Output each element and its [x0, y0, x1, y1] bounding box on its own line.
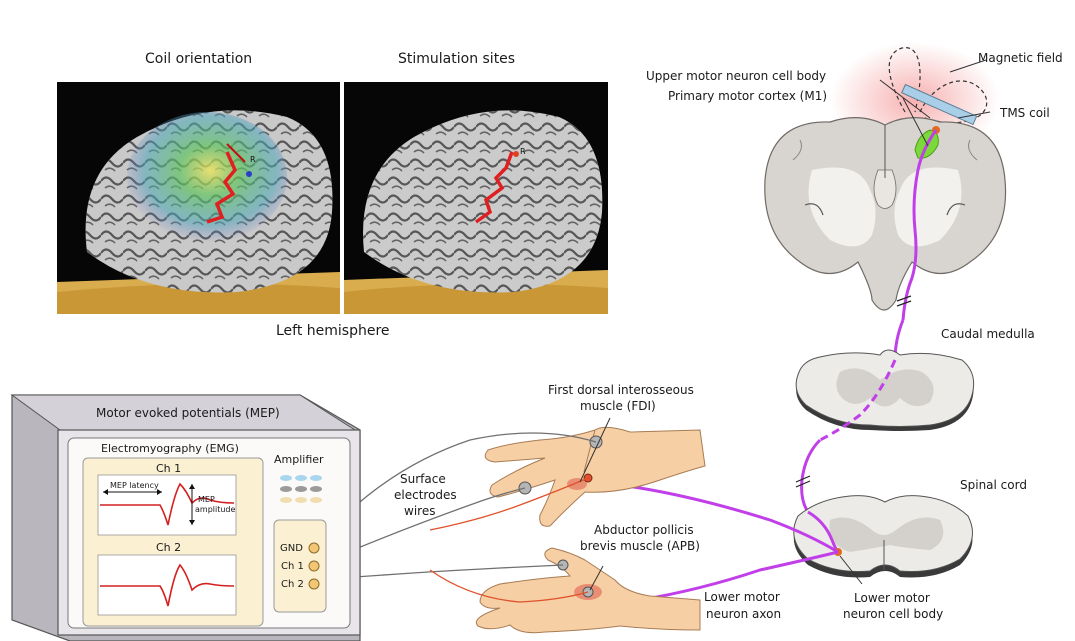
- lower-motor-neuron-body-label-2: neuron cell body: [843, 607, 943, 621]
- ch1-plot-label: Ch 1: [156, 462, 181, 476]
- mep-amplitude-label-2: amplitude: [195, 505, 235, 514]
- hand-lower: [476, 548, 700, 633]
- caudal-medulla-label: Caudal medulla: [941, 327, 1035, 341]
- spinal-cord-section: [794, 496, 973, 578]
- apb-label-1: Abductor pollicis: [594, 523, 694, 537]
- emg-title: Electromyography (EMG): [101, 442, 239, 456]
- emg-plot-ch2: [98, 555, 236, 615]
- caudal-medulla-section: [796, 350, 973, 431]
- input-ch2-label: Ch 2: [281, 578, 304, 592]
- electrodes-label-3: wires: [404, 504, 435, 518]
- electrodes-label-1: Surface: [400, 472, 446, 486]
- input-gnd-label: GND: [280, 542, 303, 556]
- apb-label-2: brevis muscle (APB): [580, 539, 700, 553]
- jack-ch1: [309, 561, 319, 571]
- mep-latency-label: MEP latency: [110, 481, 159, 490]
- lower-motor-axon-label-1: Lower motor: [704, 590, 780, 604]
- jack-gnd: [309, 543, 319, 553]
- device-title: Motor evoked potentials (MEP): [96, 406, 280, 420]
- lower-motor-axon-label-2: neuron axon: [706, 607, 781, 621]
- magnetic-field-label: Magnetic field: [978, 51, 1063, 65]
- lower-motor-neuron-body-label-1: Lower motor: [854, 591, 930, 605]
- input-ch1-label: Ch 1: [281, 560, 304, 574]
- spinal-cord-label: Spinal cord: [960, 478, 1027, 492]
- amplifier-label: Amplifier: [274, 453, 324, 467]
- ch2-plot-label: Ch 2: [156, 541, 181, 555]
- coronal-brain-section: [765, 118, 1006, 310]
- fdi-label-1: First dorsal interosseous: [548, 383, 694, 397]
- jack-ch2: [309, 579, 319, 589]
- tms-coil-label: TMS coil: [1000, 106, 1050, 120]
- mep-amplitude-label-1: MEP: [198, 495, 215, 504]
- electrodes-label-2: electrodes: [394, 488, 457, 502]
- fdi-label-2: muscle (FDI): [580, 399, 656, 413]
- amplifier-indicators: [280, 475, 322, 503]
- primary-motor-cortex-label: Primary motor cortex (M1): [668, 89, 827, 103]
- upper-motor-neuron-label: Upper motor neuron cell body: [646, 69, 826, 83]
